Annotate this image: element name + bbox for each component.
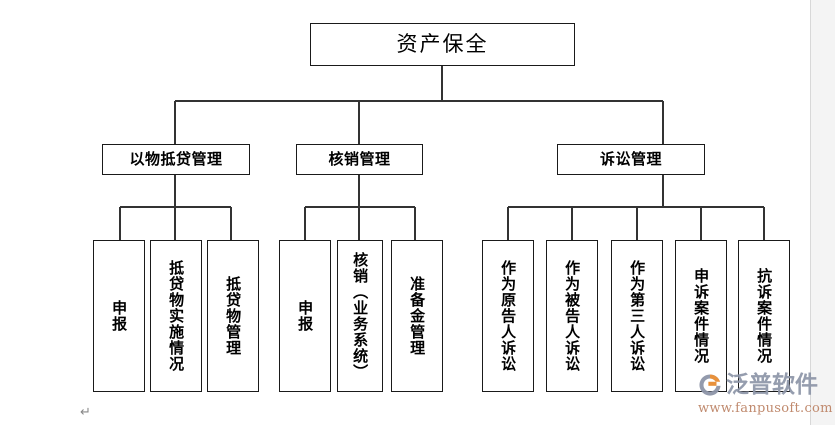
- node-leaf-hexiao-yewuxitong[interactable]: 核销（业务系统）: [337, 240, 383, 392]
- node-leaf-shenbao-1[interactable]: 申报: [93, 240, 145, 392]
- leaf-label: 作为被告人诉讼: [563, 260, 582, 372]
- node-leaf-disanren-susong[interactable]: 作为第三人诉讼: [611, 240, 663, 392]
- leaf-label: 抵贷物实施情况: [167, 260, 186, 372]
- leaf-label: 核销（业务系统）: [351, 252, 370, 380]
- paragraph-mark: ↵: [80, 405, 91, 420]
- node-leaf-yuangaoren-susong[interactable]: 作为原告人诉讼: [482, 240, 534, 392]
- node-branch-yiwudidai[interactable]: 以物抵贷管理: [102, 144, 250, 175]
- node-leaf-zhunbeijin-guanli[interactable]: 准备金管理: [391, 240, 443, 392]
- node-leaf-kangsu-anjian[interactable]: 抗诉案件情况: [738, 240, 790, 392]
- node-branch-hexiao[interactable]: 核销管理: [296, 144, 423, 175]
- page-margin-strip: [810, 0, 835, 425]
- node-leaf-shenbao-2[interactable]: 申报: [279, 240, 331, 392]
- leaf-label: 申诉案件情况: [692, 268, 711, 364]
- node-root[interactable]: 资产保全: [310, 23, 575, 66]
- leaf-label: 准备金管理: [408, 276, 427, 356]
- node-leaf-shensu-anjian[interactable]: 申诉案件情况: [675, 240, 727, 392]
- node-leaf-didaiwu-shishiqingkuang[interactable]: 抵贷物实施情况: [150, 240, 202, 392]
- leaf-label: 作为原告人诉讼: [499, 260, 518, 372]
- leaf-label: 申报: [296, 300, 315, 332]
- node-leaf-didaiwu-guanli[interactable]: 抵贷物管理: [207, 240, 259, 392]
- leaf-label: 抗诉案件情况: [755, 268, 774, 364]
- node-branch-susong[interactable]: 诉讼管理: [557, 144, 705, 175]
- leaf-label: 申报: [110, 300, 129, 332]
- leaf-label: 抵贷物管理: [224, 276, 243, 356]
- leaf-label: 作为第三人诉讼: [628, 260, 647, 372]
- node-leaf-beigaoren-susong[interactable]: 作为被告人诉讼: [546, 240, 598, 392]
